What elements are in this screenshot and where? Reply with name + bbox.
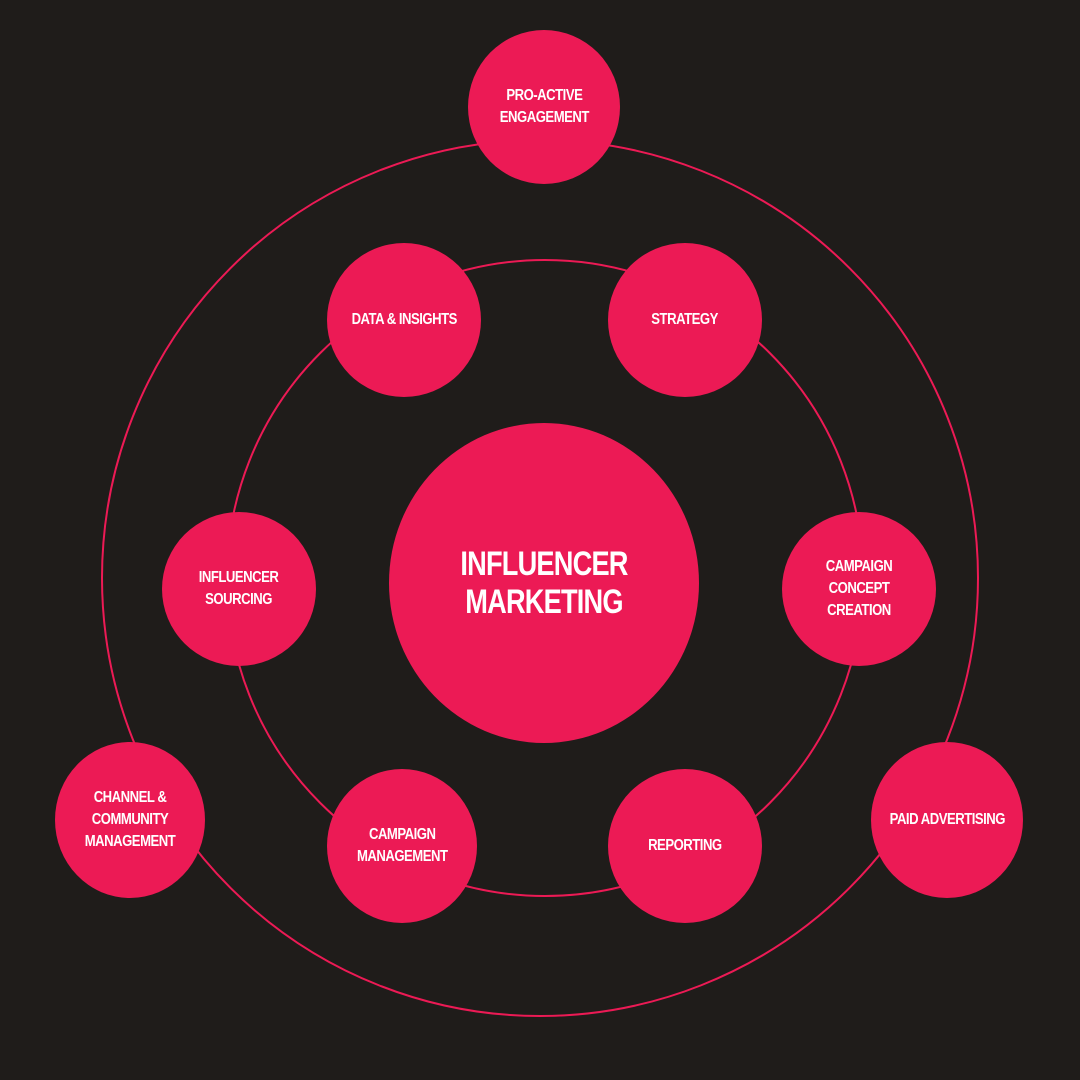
node-label: REPORTING [648, 837, 722, 854]
node-label: PRO-ACTIVE ENGAGEMENT [499, 87, 589, 126]
node-label: INFLUENCER SOURCING [199, 569, 279, 608]
node-label: CHANNEL & COMMUNITY MANAGEMENT [84, 789, 176, 850]
node-label: STRATEGY [651, 311, 719, 328]
node-strategy: STRATEGY [608, 243, 762, 397]
node-campaign-management: CAMPAIGN MANAGEMENT [327, 769, 477, 923]
node-influencer-sourcing: INFLUENCER SOURCING [162, 512, 316, 666]
node-label: DATA & INSIGHTS [351, 311, 457, 328]
node-label: CAMPAIGN MANAGEMENT [356, 826, 448, 865]
center-label: INFLUENCER MARKETING [460, 545, 628, 621]
node-label: PAID ADVERTISING [889, 811, 1005, 828]
node-channel-community-management: CHANNEL & COMMUNITY MANAGEMENT [55, 742, 205, 898]
node-campaign-concept-creation: CAMPAIGN CONCEPT CREATION [782, 512, 936, 666]
node-label: CAMPAIGN CONCEPT CREATION [825, 558, 893, 619]
center-node: INFLUENCER MARKETING [389, 423, 699, 743]
node-reporting: REPORTING [608, 769, 762, 923]
node-pro-active-engagement: PRO-ACTIVE ENGAGEMENT [468, 30, 620, 184]
node-data-insights: DATA & INSIGHTS [327, 243, 481, 397]
node-paid-advertising: PAID ADVERTISING [871, 742, 1023, 898]
